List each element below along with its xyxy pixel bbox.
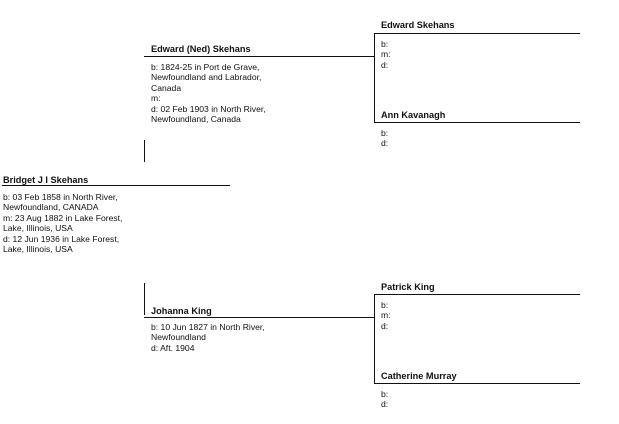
bracket-maternal-grandparents bbox=[374, 294, 375, 384]
paternal-grandfather-underline bbox=[374, 33, 580, 34]
maternal-grandmother-underline bbox=[374, 383, 580, 384]
bracket-paternal-grandparents bbox=[374, 33, 375, 123]
maternal-grandmother-name: Catherine Murray bbox=[381, 371, 457, 381]
paternal-grandmother-details: b: d: bbox=[381, 128, 389, 149]
maternal-grandmother-details: b: d: bbox=[381, 389, 389, 410]
father-details: b: 1824-25 in Port de Grave, Newfoundlan… bbox=[151, 62, 266, 125]
root-person-details: b: 03 Feb 1858 in North River, Newfoundl… bbox=[3, 192, 123, 255]
connector-root-to-father bbox=[144, 140, 145, 162]
maternal-grandfather-underline bbox=[374, 294, 580, 295]
mother-name: Johanna King bbox=[151, 306, 212, 316]
paternal-grandmother-underline bbox=[374, 122, 580, 123]
paternal-grandfather-name: Edward Skehans bbox=[381, 20, 455, 30]
connector-root-to-mother bbox=[144, 283, 145, 315]
mother-details: b: 10 Jun 1827 in North River, Newfoundl… bbox=[151, 322, 265, 353]
father-underline bbox=[144, 56, 375, 57]
maternal-grandfather-name: Patrick King bbox=[381, 282, 435, 292]
paternal-grandfather-details: b: m: d: bbox=[381, 39, 391, 70]
father-name: Edward (Ned) Skehans bbox=[151, 44, 251, 54]
root-person-name: Bridget J I Skehans bbox=[3, 175, 89, 185]
mother-underline bbox=[144, 317, 375, 318]
root-person-underline bbox=[2, 185, 230, 186]
paternal-grandmother-name: Ann Kavanagh bbox=[381, 110, 446, 120]
maternal-grandfather-details: b: m: d: bbox=[381, 300, 391, 331]
